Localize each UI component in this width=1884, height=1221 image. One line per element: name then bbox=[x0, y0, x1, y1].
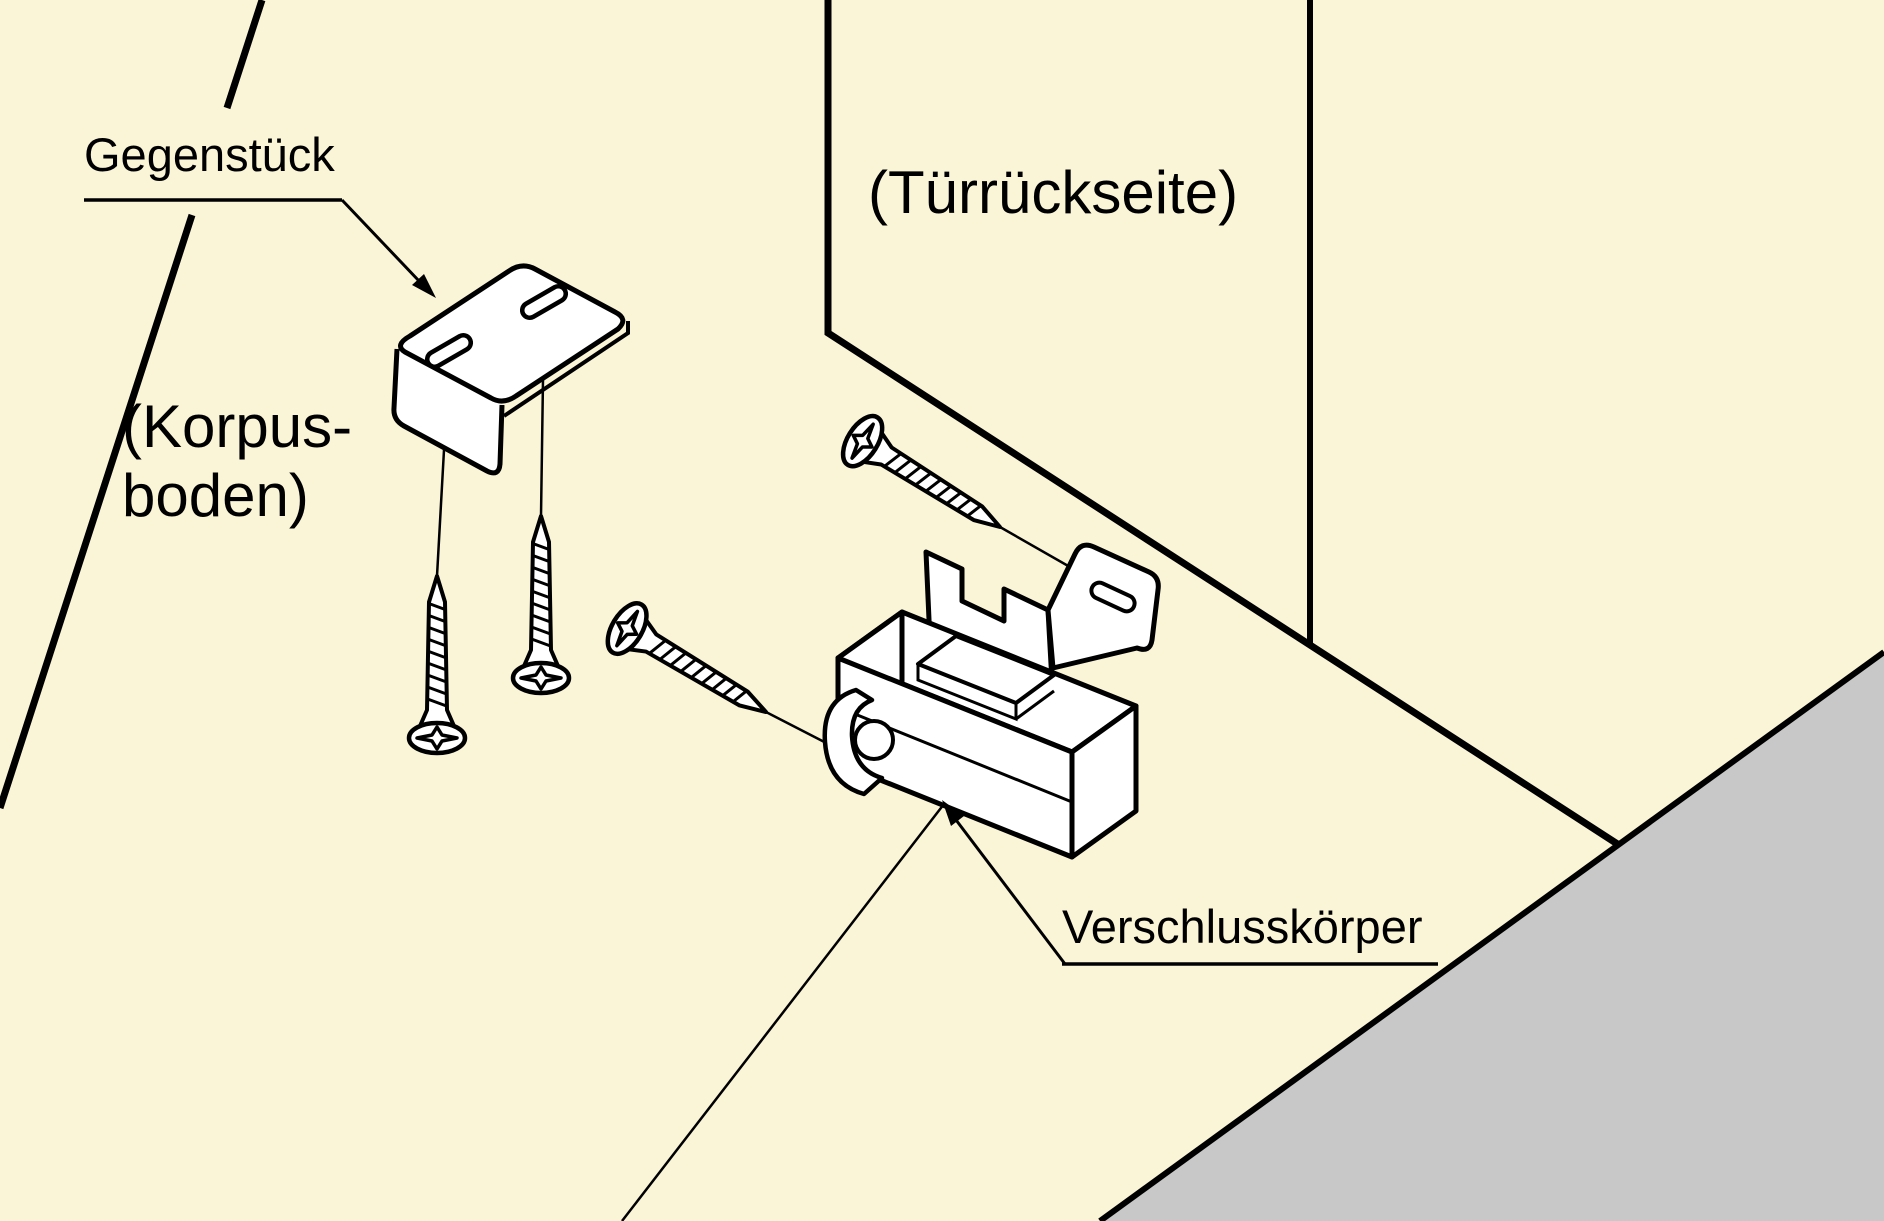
latch-catch-recess bbox=[916, 634, 1056, 705]
label-korpusboden: (Korpus- boden) bbox=[122, 392, 352, 530]
screw-bracket-left bbox=[409, 576, 465, 753]
bracket-flange bbox=[391, 348, 505, 476]
callout-gegenstueck bbox=[84, 198, 436, 298]
latch-roller bbox=[853, 719, 895, 761]
door-bottom-edge-line bbox=[824, 0, 1621, 848]
verschlusskoerper-leader-line bbox=[948, 811, 1067, 965]
gegenstueck-leader-line bbox=[340, 198, 422, 284]
cabinet-left-edge-line-lower bbox=[0, 213, 196, 810]
label-korpusboden-line1: (Korpus- bbox=[122, 393, 353, 460]
label-tuerrueckseite: (Türrückseite) bbox=[868, 159, 1239, 226]
verschlusskoerper-extension-line bbox=[621, 803, 945, 1221]
bracket-slot-left bbox=[424, 333, 474, 369]
bracket-slot-right bbox=[519, 284, 569, 320]
bracket-plate-thickness bbox=[500, 321, 630, 418]
callout-verschlusskoerper bbox=[621, 800, 1438, 1221]
label-korpusboden-line2: boden) bbox=[122, 462, 309, 529]
latch-part bbox=[822, 542, 1161, 860]
bracket-plate bbox=[398, 263, 626, 404]
gegenstueck-arrowhead-icon bbox=[412, 274, 436, 298]
screw-bracket-right bbox=[513, 516, 569, 693]
latch-jaw bbox=[822, 687, 885, 797]
screw-latch-left bbox=[600, 597, 781, 736]
label-gegenstueck: Gegenstück bbox=[84, 128, 335, 181]
latch-recess-depth-lines bbox=[916, 664, 1055, 722]
screw-latch-right bbox=[835, 409, 1015, 550]
cabinet-left-edge-line-upper bbox=[223, 0, 266, 110]
latch-mount-flange bbox=[1045, 542, 1161, 671]
label-verschlusskoerper: Verschlusskörper bbox=[1062, 900, 1423, 953]
latch-flange-slot bbox=[1089, 580, 1137, 614]
bracket-part bbox=[391, 263, 630, 476]
floor-front-edge-line bbox=[1098, 649, 1884, 1221]
verschlusskoerper-arrowhead-icon bbox=[942, 800, 964, 826]
